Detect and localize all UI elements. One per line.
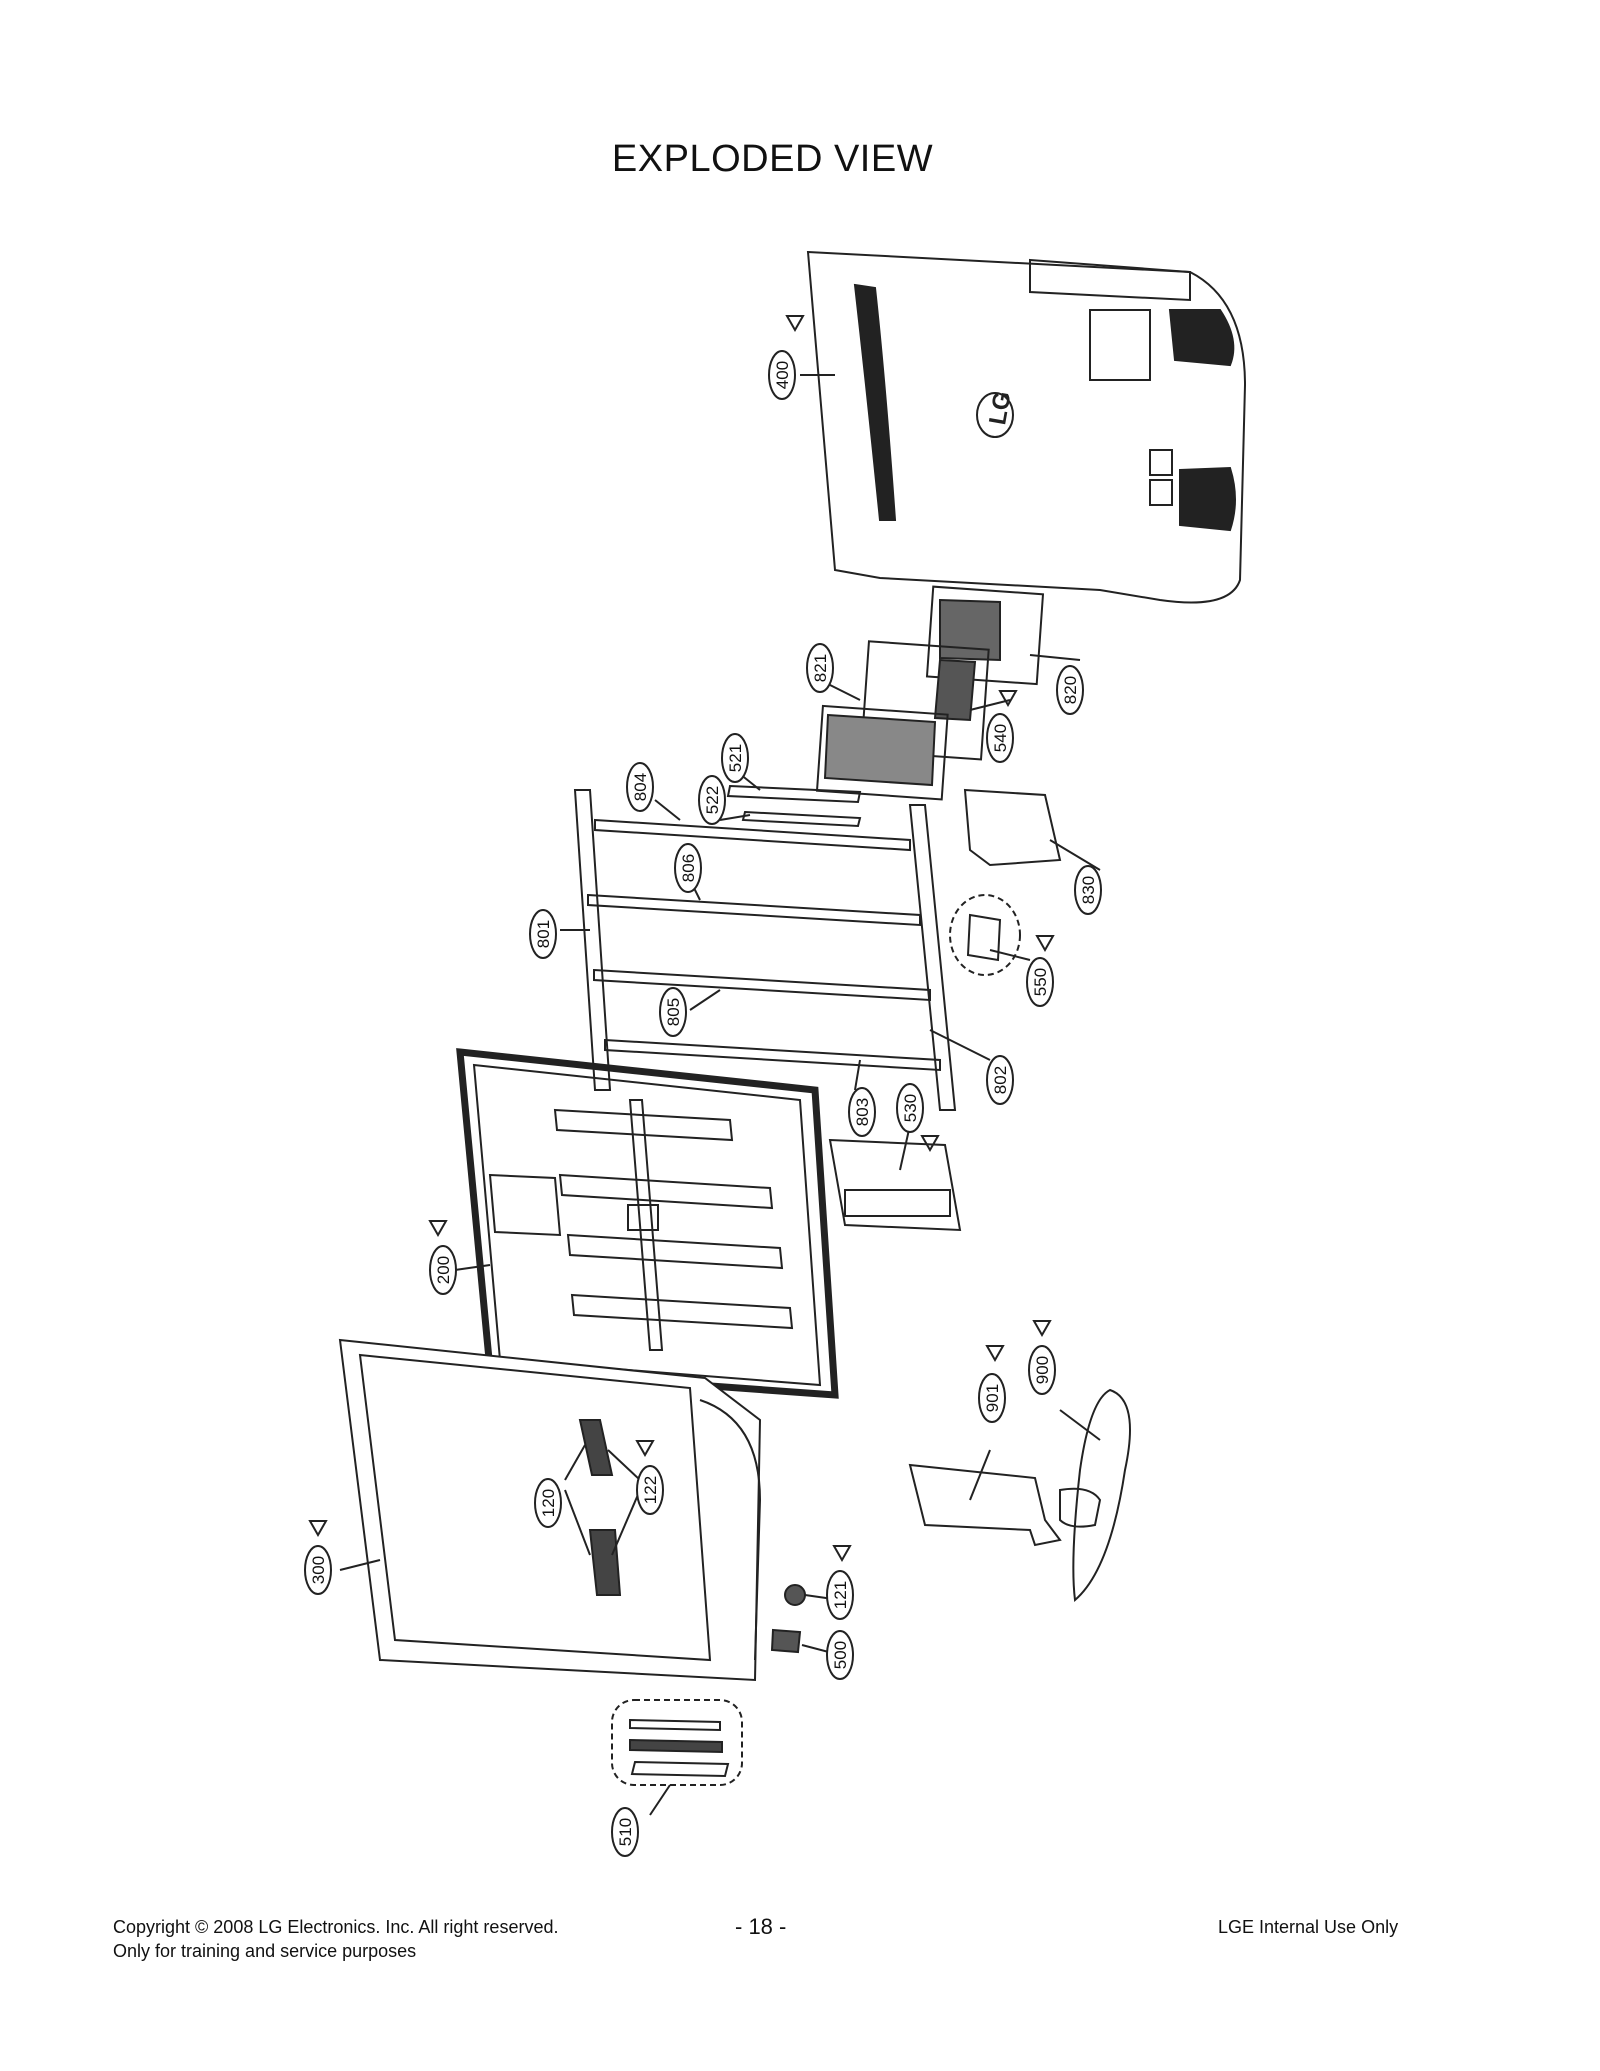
svg-text:901: 901 — [983, 1384, 1002, 1412]
svg-text:300: 300 — [309, 1556, 328, 1584]
lcd-panel-part-200 — [456, 1048, 839, 1399]
svg-text:830: 830 — [1079, 876, 1098, 904]
callout-530: 530 — [896, 1083, 924, 1133]
back-cover-part-400: LG — [806, 250, 1247, 604]
callout-802: 802 — [986, 1055, 1014, 1105]
callout-803: 803 — [848, 1087, 876, 1137]
callout-521: 521 — [721, 733, 749, 783]
callout-540: 540 — [986, 713, 1014, 763]
svg-text:804: 804 — [631, 773, 650, 801]
callout-400: 400 — [768, 350, 796, 400]
svg-text:510: 510 — [616, 1818, 635, 1846]
page-number: - 18 - — [735, 1914, 787, 1939]
callout-801: 801 — [529, 909, 557, 959]
part-550-group — [949, 894, 1021, 976]
frame-assembly — [573, 789, 957, 1111]
part-121 — [784, 1584, 806, 1606]
warning-icon — [1032, 1320, 1052, 1338]
svg-text:806: 806 — [679, 854, 698, 882]
warning-icon — [785, 315, 805, 333]
svg-text:521: 521 — [726, 744, 745, 772]
footer-copyright: Copyright © 2008 LG Electronics. Inc. Al… — [113, 1915, 558, 1963]
svg-text:801: 801 — [534, 920, 553, 948]
warning-icon — [985, 1345, 1005, 1363]
callout-550: 550 — [1026, 957, 1054, 1007]
main-board-part-820 — [925, 585, 1045, 686]
warning-icon — [428, 1220, 448, 1238]
callout-806: 806 — [674, 843, 702, 893]
callout-300: 300 — [304, 1545, 332, 1595]
svg-text:122: 122 — [641, 1476, 660, 1504]
label-sheet-part-530 — [828, 1138, 962, 1232]
svg-text:802: 802 — [991, 1066, 1010, 1094]
hinge-part-120-122 — [564, 1419, 641, 1596]
svg-text:900: 900 — [1033, 1356, 1052, 1384]
svg-text:121: 121 — [831, 1581, 850, 1609]
svg-text:400: 400 — [773, 361, 792, 389]
svg-text:550: 550 — [1031, 968, 1050, 996]
bar-part-522 — [741, 810, 862, 828]
callout-821: 821 — [806, 643, 834, 693]
svg-text:803: 803 — [853, 1098, 872, 1126]
svg-text:522: 522 — [703, 786, 722, 814]
warning-icon — [920, 1135, 940, 1153]
callout-121: 121 — [826, 1570, 854, 1620]
svg-text:805: 805 — [664, 998, 683, 1026]
svg-text:820: 820 — [1061, 676, 1080, 704]
svg-text:821: 821 — [811, 654, 830, 682]
callout-500: 500 — [826, 1630, 854, 1680]
callout-804: 804 — [626, 762, 654, 812]
callout-522: 522 — [698, 775, 726, 825]
bar-part-521 — [726, 784, 862, 804]
callout-200: 200 — [429, 1245, 457, 1295]
warning-icon — [832, 1545, 852, 1563]
callout-120: 120 — [534, 1478, 562, 1528]
svg-text:500: 500 — [831, 1641, 850, 1669]
svg-text:120: 120 — [539, 1489, 558, 1517]
warning-icon — [1035, 935, 1055, 953]
callout-122: 122 — [636, 1465, 664, 1515]
bracket-part-830 — [963, 788, 1062, 867]
svg-text:200: 200 — [434, 1256, 453, 1284]
warning-icon — [308, 1520, 328, 1538]
callout-510: 510 — [611, 1807, 639, 1857]
callout-830: 830 — [1074, 865, 1102, 915]
stand-body-part-901 — [908, 1463, 1062, 1547]
warning-icon — [998, 690, 1018, 708]
callout-805: 805 — [659, 987, 687, 1037]
callout-901: 901 — [978, 1373, 1006, 1423]
svg-text:530: 530 — [901, 1094, 920, 1122]
purpose-text: Only for training and service purposes — [113, 1941, 417, 1961]
callout-820: 820 — [1056, 665, 1084, 715]
lg-logo: LG — [984, 389, 1016, 427]
stand-base-part-900 — [1059, 1388, 1131, 1602]
callout-900: 900 — [1028, 1345, 1056, 1395]
copyright-text: Copyright © 2008 LG Electronics. Inc. Al… — [113, 1917, 559, 1937]
shield-part-821 — [815, 704, 949, 801]
part-510-group — [611, 1699, 743, 1786]
page-title: EXPLODED VIEW — [611, 138, 934, 180]
part-500 — [770, 1628, 802, 1654]
svg-text:540: 540 — [991, 724, 1010, 752]
warning-icon — [635, 1440, 655, 1458]
internal-use-label: LGE Internal Use Only — [1218, 1917, 1399, 1937]
